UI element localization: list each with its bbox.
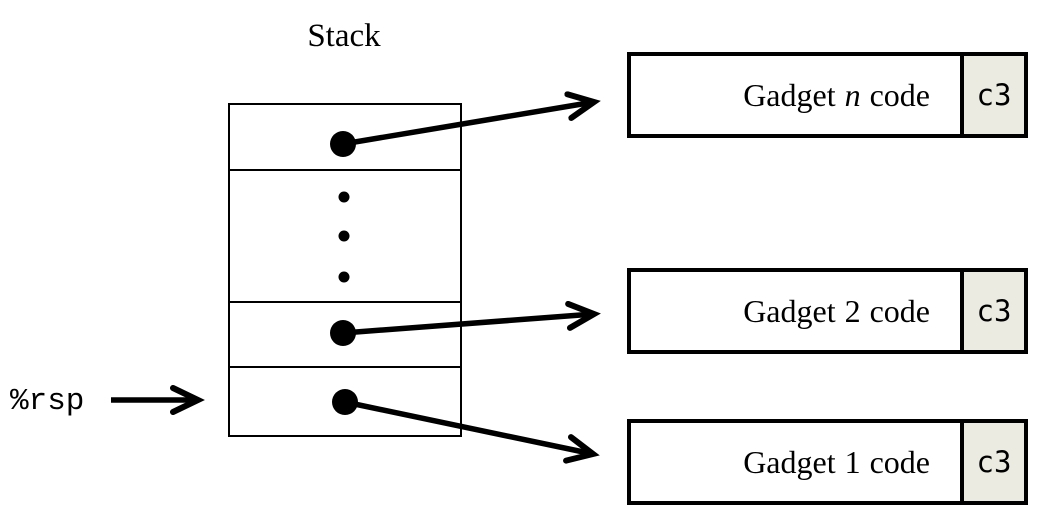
gadget-label-prefix: Gadget	[743, 443, 836, 480]
stack-box	[228, 103, 462, 437]
gadget-1-label: Gadget 1 code	[631, 423, 960, 501]
gadget-2-ret-byte-cell: c3	[960, 272, 1024, 350]
gadget-label-var: n	[844, 76, 861, 113]
gadget-n-box: Gadget n code c3	[627, 52, 1028, 138]
gadget-2-label: Gadget 2 code	[631, 272, 960, 350]
gadget-2-box: Gadget 2 code c3	[627, 268, 1028, 354]
ret-byte: c3	[976, 445, 1012, 479]
stack-cell-gadget-2-address	[230, 303, 460, 368]
gadget-label-var: 1	[844, 443, 861, 480]
gadget-label-suffix: code	[869, 292, 930, 329]
gadget-label-var-wrap: 1	[845, 444, 861, 481]
ret-byte: c3	[976, 78, 1012, 112]
gadget-label-var: 2	[844, 292, 861, 329]
gadget-1-ret-byte-cell: c3	[960, 423, 1024, 501]
gadget-label-var-wrap: n	[845, 77, 861, 114]
gadget-label-var-wrap: 2	[845, 293, 861, 330]
stack-cell-gadget-1-address	[230, 368, 460, 435]
stack-title: Stack	[307, 18, 381, 54]
gadget-n-ret-byte-cell: c3	[960, 56, 1024, 134]
ret-byte: c3	[976, 294, 1012, 328]
gadget-label-prefix: Gadget	[743, 76, 836, 113]
gadget-1-box: Gadget 1 code c3	[627, 419, 1028, 505]
gadget-label-prefix: Gadget	[743, 292, 836, 329]
rsp-register-label: %rsp	[10, 384, 85, 419]
gadget-label-suffix: code	[869, 443, 930, 480]
gadget-n-label: Gadget n code	[631, 56, 960, 134]
stack-cell-ellipsis	[230, 171, 460, 303]
gadget-label-suffix: code	[869, 76, 930, 113]
stack-cell-gadget-n-address	[230, 105, 460, 171]
